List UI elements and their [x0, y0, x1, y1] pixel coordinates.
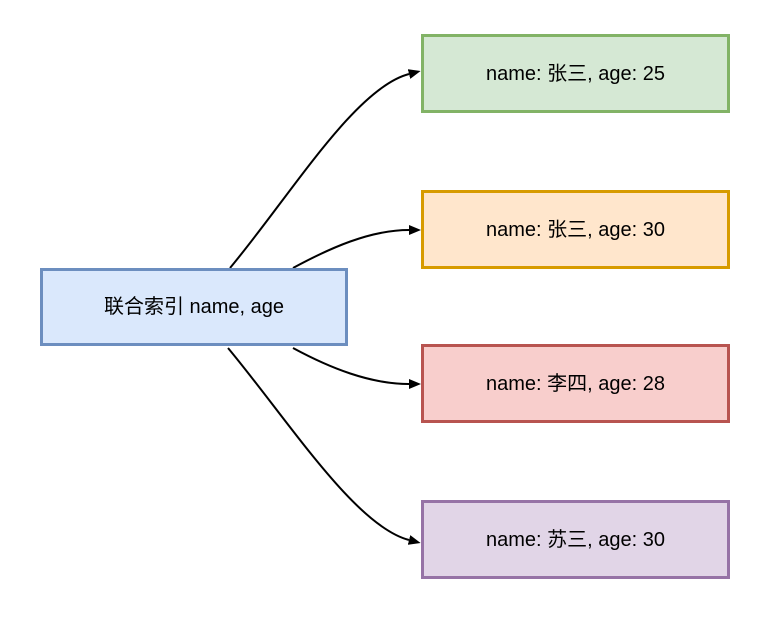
node-record-1: name: 张三, age: 25: [421, 34, 730, 113]
node-record-3-label: name: 李四, age: 28: [486, 372, 665, 395]
arrow-root-to-record-4: [227, 347, 421, 545]
node-record-4-label: name: 苏三, age: 30: [486, 528, 665, 551]
node-record-4: name: 苏三, age: 30: [421, 500, 730, 579]
arrow-root-to-record-2: [292, 225, 421, 269]
node-record-2-label: name: 张三, age: 30: [486, 218, 665, 241]
node-root: 联合索引 name, age: [40, 268, 348, 346]
arrow-root-to-record-3: [292, 347, 421, 389]
node-record-1-label: name: 张三, age: 25: [486, 62, 665, 85]
arrow-root-to-record-1: [229, 69, 421, 269]
node-record-2: name: 张三, age: 30: [421, 190, 730, 269]
node-record-3: name: 李四, age: 28: [421, 344, 730, 423]
node-root-label: 联合索引 name, age: [103, 296, 285, 318]
